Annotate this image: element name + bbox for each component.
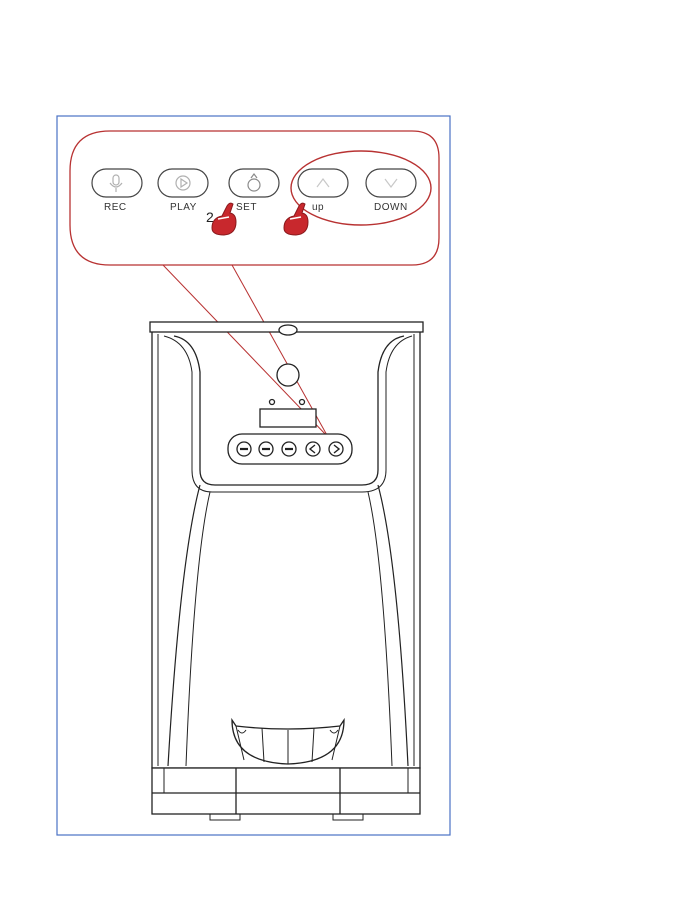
- up-button: up: [298, 169, 348, 213]
- lid-hinge: [279, 325, 297, 335]
- camera-lens: [277, 364, 299, 386]
- zoom-callout: [70, 131, 439, 265]
- panel-up-button: [306, 442, 320, 456]
- down-button: DOWN: [366, 169, 416, 213]
- play-button: PLAY: [158, 169, 208, 213]
- set-button-label: SET: [236, 202, 257, 213]
- pointer-hand-icon: [212, 203, 236, 235]
- device-base: [152, 768, 420, 814]
- play-button-label: PLAY: [170, 202, 197, 213]
- rec-button-label: REC: [104, 202, 127, 213]
- set-button: SET: [229, 169, 279, 213]
- feeder-device: [150, 322, 423, 820]
- lcd-display: [260, 409, 316, 427]
- rec-button: REC: [92, 169, 142, 213]
- panel-down-button: [329, 442, 343, 456]
- up-button-label: up: [312, 202, 324, 213]
- down-button-label: DOWN: [374, 202, 408, 213]
- pointer-hand-icon: [284, 203, 308, 235]
